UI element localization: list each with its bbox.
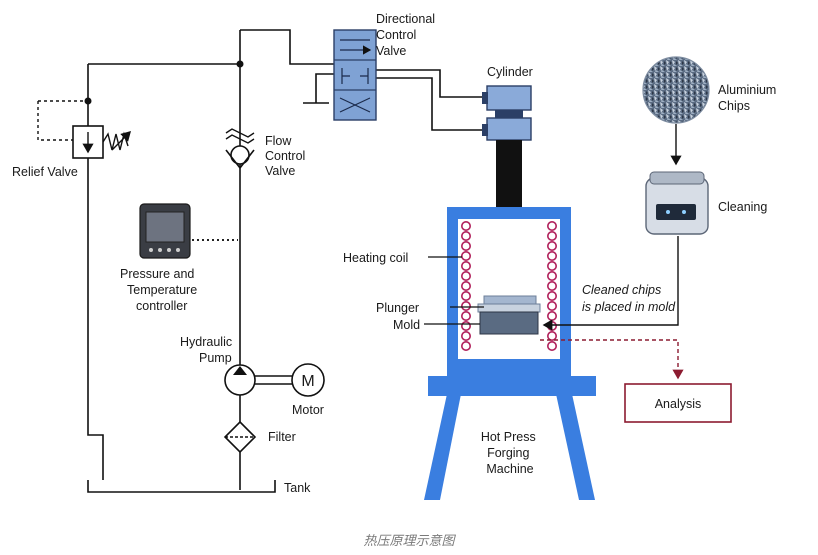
tank-label: Tank	[284, 481, 311, 495]
coil-ring	[546, 320, 557, 331]
controller-label: Pressure and Temperature controller	[120, 267, 201, 313]
relief-valve-label: Relief Valve	[12, 165, 78, 179]
pressure-temperature-controller	[139, 203, 238, 259]
flow-control-valve-label: Flow Control Valve	[265, 134, 309, 178]
chips-to-mold-arrow	[542, 236, 679, 331]
coil-ring	[460, 330, 471, 341]
coil-ring	[546, 241, 557, 252]
coil-ring	[546, 290, 557, 301]
hydraulic-pump	[224, 364, 292, 396]
coil-ring	[460, 310, 471, 321]
plunger-label: Plunger	[376, 301, 419, 315]
coil-ring	[460, 280, 471, 291]
coil-ring	[460, 231, 471, 242]
coil-ring	[460, 290, 471, 301]
directional-valve-label: Directional Control Valve	[376, 12, 439, 58]
coil-ring	[546, 300, 557, 311]
motor-symbol: M	[301, 373, 314, 390]
relief-valve	[37, 100, 131, 159]
aluminium-chips-label: Aluminium Chips	[718, 83, 780, 113]
directional-control-valve	[333, 29, 376, 121]
to-analysis-arrow	[540, 339, 684, 380]
coil-ring	[460, 300, 471, 311]
analysis-label: Analysis	[655, 397, 702, 411]
coil-ring	[460, 251, 471, 262]
coil-ring	[460, 270, 471, 281]
coil-ring	[460, 241, 471, 252]
hydraulic-pump-label: Hydraulic Pump	[180, 335, 236, 365]
hydraulic-piping	[87, 29, 487, 493]
coil-ring	[546, 260, 557, 271]
motor: M	[291, 363, 325, 397]
coil-ring	[546, 221, 557, 232]
analysis-box	[624, 383, 732, 423]
heating-coil	[460, 221, 557, 351]
motor-label: Motor	[292, 403, 324, 417]
coil-ring	[546, 270, 557, 281]
ultrasonic-cleaner	[645, 171, 709, 235]
cleaned-chips-label: Cleaned chips is placed in mold	[582, 283, 676, 314]
cylinder-label: Cylinder	[487, 65, 533, 79]
coil-ring	[460, 221, 471, 232]
coil-ring	[546, 330, 557, 341]
coil-ring	[546, 280, 557, 291]
aluminium-chips-image	[642, 56, 710, 124]
cleaning-label: Cleaning	[718, 200, 767, 214]
coil-ring	[546, 310, 557, 321]
junction-dot	[236, 60, 244, 68]
flow-control-valve	[225, 128, 255, 170]
filter-label: Filter	[268, 430, 296, 444]
coil-ring	[460, 320, 471, 331]
coil-ring	[546, 251, 557, 262]
machine-label: Hot Press Forging Machine	[481, 430, 539, 476]
coil-ring	[546, 231, 557, 242]
coil-ring	[460, 340, 471, 351]
coil-ring	[460, 260, 471, 271]
figure-caption: 热压原理示意图	[363, 533, 456, 549]
mold-label: Mold	[393, 318, 420, 332]
coil-ring	[546, 340, 557, 351]
heating-coil-label: Heating coil	[343, 251, 408, 265]
filter	[223, 420, 257, 454]
